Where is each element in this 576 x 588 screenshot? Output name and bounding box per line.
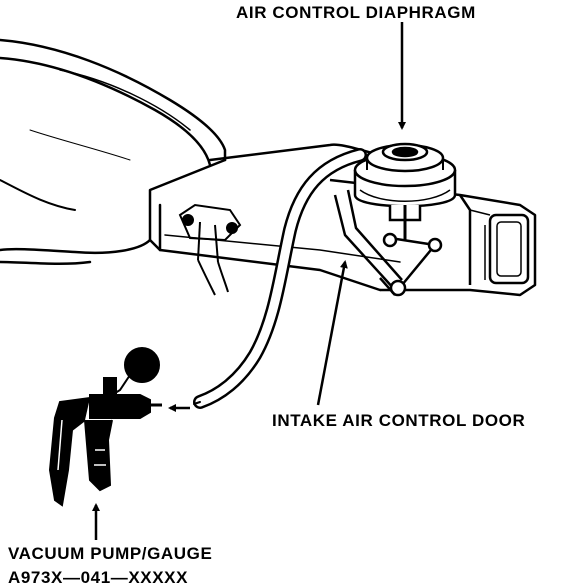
vacuum-pump-gauge-tool — [48, 347, 162, 507]
part-number-label: A973X—041—XXXXX — [8, 568, 189, 587]
vacuum-hose — [193, 148, 367, 409]
leader-arrows — [92, 22, 406, 540]
intake-duct — [329, 178, 537, 297]
door-arrow — [316, 260, 348, 406]
mounting-bracket — [178, 203, 242, 296]
control-door-linkage — [333, 189, 443, 297]
diaphragm-body — [353, 142, 457, 240]
air-control-diaphragm-label: AIR CONTROL DIAPHRAGM — [236, 3, 476, 22]
intake-air-control-door-label: INTAKE AIR CONTROL DOOR — [272, 411, 526, 430]
vacuum-pump-gauge-label: VACUUM PUMP/GAUGE — [8, 544, 213, 563]
